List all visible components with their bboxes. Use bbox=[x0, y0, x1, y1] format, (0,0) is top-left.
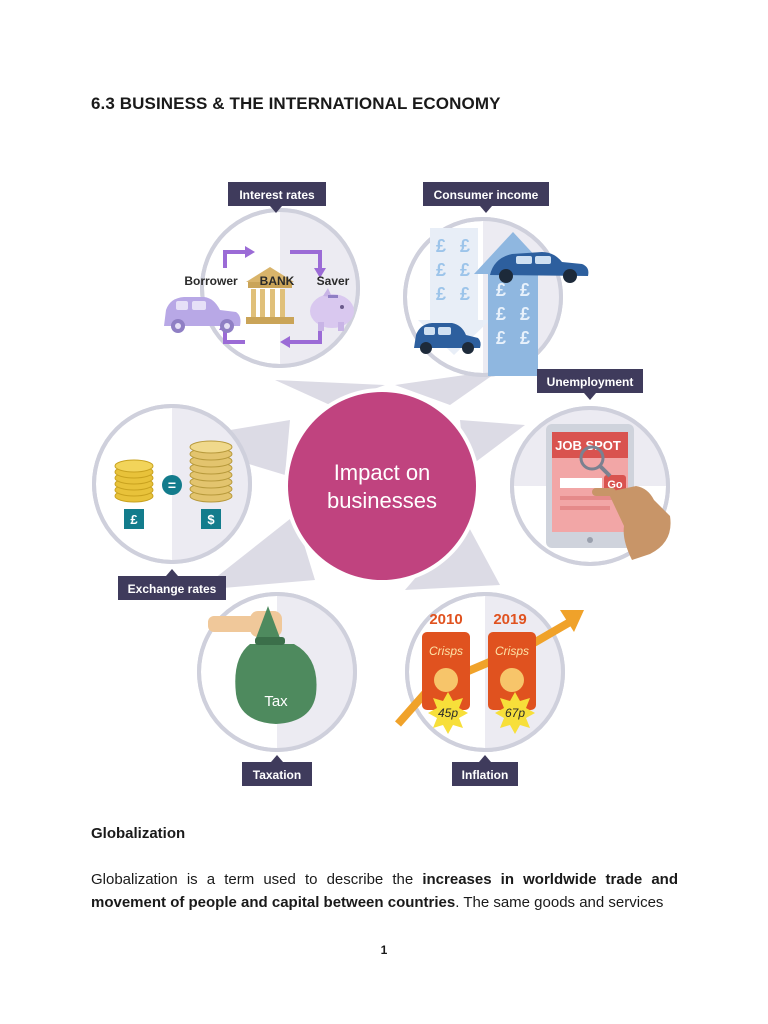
crisps-label-2019: Crisps bbox=[495, 644, 529, 658]
dollar-coin-stack bbox=[189, 440, 233, 503]
pound-badge: £ bbox=[130, 512, 138, 527]
consumer-income-segment: £ £ £ £ £ £ £ £ £ £ £ £ bbox=[403, 182, 589, 377]
tax-bag-label: Tax bbox=[264, 693, 288, 710]
pound-symbol: £ bbox=[436, 236, 446, 256]
dollar-badge: $ bbox=[207, 512, 215, 527]
impact-on-businesses-diagram: BANK Borrower Saver Interest rates bbox=[80, 170, 700, 800]
consumer-income-label: Consumer income bbox=[434, 188, 539, 202]
exchange-rates-label: Exchange rates bbox=[128, 582, 217, 596]
pound-symbol: £ bbox=[520, 304, 530, 324]
paragraph-text-start: Globalization is a term used to describe… bbox=[91, 871, 423, 888]
taxation-segment: Tax Taxation bbox=[197, 592, 357, 786]
large-car-icon bbox=[490, 252, 589, 283]
crisps-label-2010: Crisps bbox=[429, 644, 463, 658]
pound-symbol: £ bbox=[496, 280, 506, 300]
pound-symbol: £ bbox=[496, 328, 506, 348]
pound-symbol: £ bbox=[520, 280, 530, 300]
pointing-hand-icon bbox=[592, 486, 671, 560]
paragraph-text-end: . The same goods and services bbox=[455, 894, 664, 911]
pound-symbol: £ bbox=[436, 284, 446, 304]
globalization-paragraph: Globalization is a term used to describe… bbox=[91, 868, 678, 914]
magnifier-icon bbox=[579, 445, 612, 478]
pound-symbol: £ bbox=[496, 304, 506, 324]
crisps-packet-2019 bbox=[488, 632, 536, 710]
small-car-icon bbox=[414, 323, 481, 354]
tax-bag-icon bbox=[235, 606, 317, 724]
price-2010: 45p bbox=[438, 706, 458, 720]
pound-symbol: £ bbox=[460, 236, 470, 256]
price-2019: 67p bbox=[505, 706, 525, 720]
tablet-icon bbox=[546, 424, 634, 548]
equals-sign: = bbox=[168, 477, 176, 493]
job-spot-title: JOB SPOT bbox=[555, 438, 621, 453]
borrower-label: Borrower bbox=[184, 274, 238, 288]
center-circle: Impact on businesses bbox=[284, 388, 480, 584]
inflation-label: Inflation bbox=[462, 768, 509, 782]
inflation-segment: 2010 2019 Crisps Crisps 45p 67p Inflatio… bbox=[395, 592, 584, 786]
pound-symbol: £ bbox=[520, 328, 530, 348]
center-label-line-2: businesses bbox=[327, 488, 437, 513]
section-heading: Globalization bbox=[91, 825, 186, 842]
piggy-bank-icon bbox=[310, 288, 354, 331]
pound-symbol: £ bbox=[436, 260, 446, 280]
interest-rates-label: Interest rates bbox=[239, 188, 315, 202]
pound-symbol: £ bbox=[460, 284, 470, 304]
year-2019: 2019 bbox=[493, 611, 526, 628]
money-flow-arrows bbox=[223, 250, 322, 344]
center-label-line-1: Impact on bbox=[334, 460, 431, 485]
pound-coin-stack bbox=[114, 459, 154, 503]
year-2010: 2010 bbox=[429, 611, 462, 628]
price-badge-2010 bbox=[428, 692, 468, 734]
falling-pound-arrow bbox=[418, 228, 490, 355]
page-number: 1 bbox=[380, 943, 388, 957]
unemployment-label: Unemployment bbox=[547, 375, 634, 389]
bank-icon bbox=[246, 267, 294, 324]
bank-label: BANK bbox=[260, 274, 295, 288]
paragraph-bold-text: increases in worldwide trade and movemen… bbox=[91, 871, 679, 911]
saver-label: Saver bbox=[317, 274, 350, 288]
pound-symbol: £ bbox=[460, 260, 470, 280]
car-icon bbox=[164, 297, 241, 333]
price-badge-2019 bbox=[495, 692, 535, 734]
taxation-label: Taxation bbox=[253, 768, 301, 782]
page-title: 6.3 BUSINESS & THE INTERNATIONAL ECONOMY bbox=[91, 94, 501, 113]
crisps-packet-2010 bbox=[422, 632, 470, 710]
interest-rates-segment: BANK Borrower Saver Interest rates bbox=[164, 182, 360, 368]
exchange-rates-segment: = £ $ Exchange rates bbox=[92, 404, 252, 600]
unemployment-segment: JOB SPOT Go Unemployment bbox=[510, 369, 671, 566]
